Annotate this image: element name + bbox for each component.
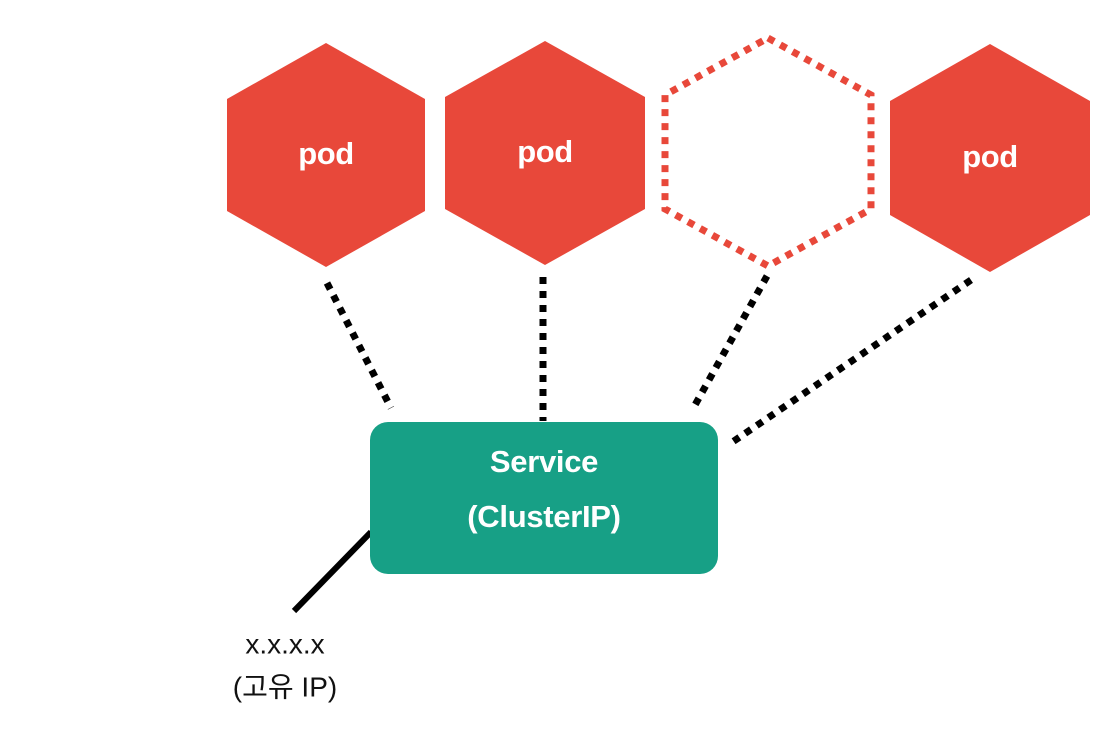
connector-pod-4-to-service	[729, 277, 973, 446]
pod-node-1[interactable]: pod	[227, 43, 425, 267]
pod-node-2[interactable]: pod	[445, 41, 645, 265]
ip-description-text: (고유 IP)	[233, 671, 337, 702]
connector-service-to-ip-label	[291, 529, 374, 614]
pod-hexagon-1	[227, 43, 425, 267]
ip-address-text: x.x.x.x	[245, 628, 324, 659]
pod-hexagon-2	[445, 41, 645, 265]
pod-label-4: pod	[962, 139, 1018, 174]
pod-label-2: pod	[517, 134, 573, 169]
pod-node-4[interactable]: pod	[890, 44, 1090, 272]
connector-pod-1-to-service	[323, 281, 395, 410]
pod-node-3-pending[interactable]	[661, 33, 875, 271]
pod-hexagon-4	[890, 44, 1090, 272]
ip-note: x.x.x.x (고유 IP)	[233, 628, 337, 702]
pod-label-1: pod	[298, 136, 354, 171]
service-subtitle: (ClusterIP)	[467, 499, 620, 534]
pod-hexagon-3-dotted	[661, 33, 875, 271]
connector-pod-3-to-service	[691, 274, 771, 407]
service-box	[370, 422, 718, 574]
service-node[interactable]: Service (ClusterIP)	[370, 422, 718, 574]
service-title: Service	[490, 444, 598, 479]
